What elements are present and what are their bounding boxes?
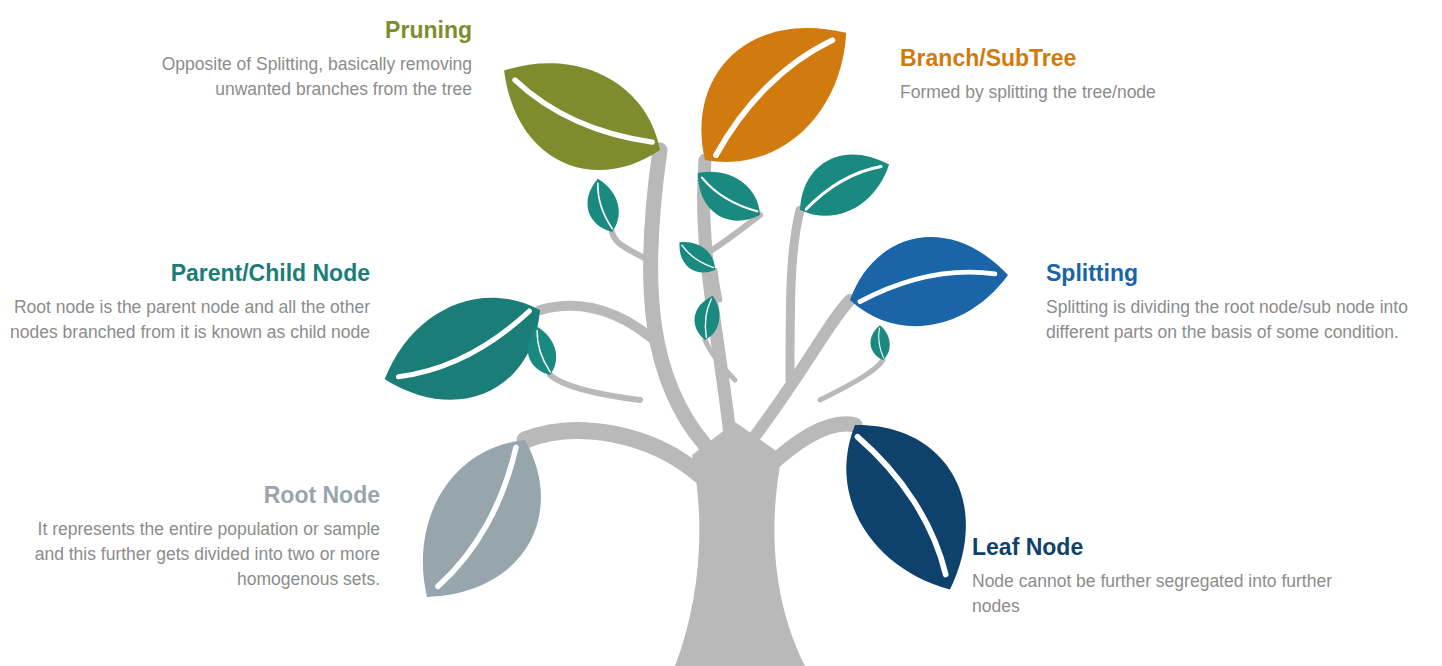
term-definition: Splitting is dividing the root node/sub …: [1046, 295, 1431, 345]
branch: [650, 150, 705, 445]
term-heading: Pruning: [150, 16, 472, 44]
leaf: [479, 34, 678, 199]
branch: [715, 270, 720, 300]
leaf: [691, 293, 723, 342]
term-heading: Parent/Child Node: [10, 259, 370, 287]
tree-trunk: [675, 422, 805, 666]
term-definition: It represents the entire population or s…: [14, 517, 380, 592]
branch: [612, 232, 648, 260]
leaf: [786, 137, 900, 231]
term-heading: Root Node: [20, 481, 380, 509]
leaf: [522, 324, 561, 379]
leaf: [671, 234, 722, 281]
branch: [790, 210, 800, 380]
branch: [550, 375, 640, 400]
leaf: [581, 176, 624, 237]
term-definition: Root node is the parent node and all the…: [4, 295, 370, 345]
leaf: [390, 417, 574, 628]
leaf: [869, 324, 891, 361]
leaf: [685, 159, 770, 235]
branch: [525, 431, 700, 475]
branch: [820, 360, 883, 400]
term-definition: Formed by splitting the tree/node: [900, 80, 1300, 105]
term-heading: Branch/SubTree: [900, 44, 1260, 72]
term-heading: Splitting: [1046, 259, 1426, 287]
term-definition: Node cannot be further segregated into f…: [972, 569, 1332, 619]
term-heading: Leaf Node: [972, 533, 1332, 561]
leaf: [842, 225, 1014, 337]
branch: [705, 340, 735, 380]
term-definition: Opposite of Splitting, basically removin…: [150, 52, 472, 102]
branch: [540, 306, 660, 345]
branch: [752, 300, 850, 440]
leaf: [369, 274, 562, 428]
